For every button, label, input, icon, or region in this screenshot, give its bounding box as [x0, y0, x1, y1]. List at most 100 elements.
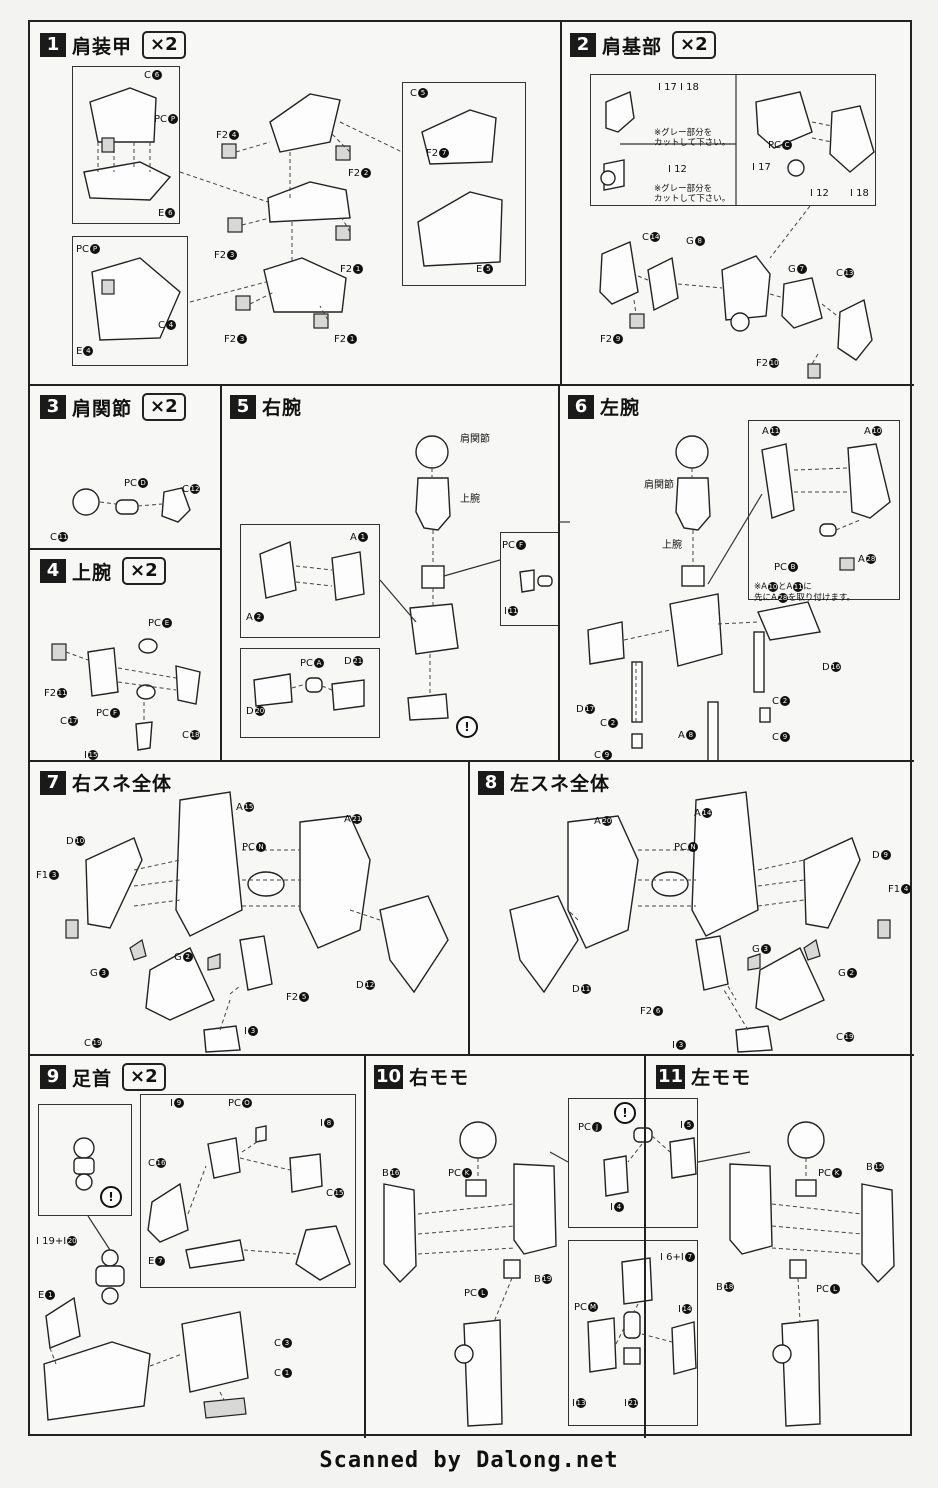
step-6-header: 6 左腕: [568, 393, 640, 420]
step-number: 1: [40, 33, 66, 57]
step-5-header: 5 右腕: [230, 393, 302, 420]
label-i12-b: I 12: [810, 188, 829, 199]
warning-icon: !: [456, 716, 478, 738]
step-8-diagram: [509, 791, 891, 1053]
step-2-panel: 2 肩基部 ×2 I 17 I 18 ※グレー部分を: [560, 22, 914, 386]
step-number: 6: [568, 394, 594, 419]
step-title: 肩基部: [602, 35, 663, 58]
step-title: 左腕: [600, 397, 641, 419]
label-jowan: 上腕: [460, 494, 480, 505]
step-title: 左スネ全体: [510, 773, 611, 795]
step-title: 上腕: [72, 561, 113, 584]
label-i17: I 17: [752, 162, 771, 173]
step-number: 4: [40, 559, 66, 583]
scan-credit: Scanned by Dalong.net: [319, 1448, 619, 1473]
step-4-diagram: [51, 638, 201, 751]
cut-note-2b: カットして下さい。: [654, 194, 731, 204]
step-2-header: 2 肩基部 ×2: [570, 31, 716, 59]
step-1-header: 1 肩装甲 ×2: [40, 31, 186, 59]
step-9-diagram: [43, 1125, 351, 1421]
quantity-badge: ×2: [122, 557, 166, 585]
step-4-header: 4 上腕 ×2: [40, 557, 166, 585]
step-10-header: 10 右モモ: [374, 1063, 469, 1090]
warning-icon-pc-j: !: [614, 1102, 636, 1124]
step-3-header: 3 肩関節 ×2: [40, 393, 186, 421]
label-i17-i18: I 17 I 18: [658, 82, 699, 93]
step-title: 右モモ: [409, 1067, 470, 1089]
step-8-header: 8 左スネ全体: [478, 769, 610, 796]
label-katakansetsu: 肩関節: [460, 434, 490, 445]
step-number: 11: [656, 1064, 686, 1089]
step-title: 右腕: [262, 397, 303, 419]
step-number: 7: [40, 770, 66, 795]
quantity-badge: ×2: [672, 31, 716, 59]
step-11-header: 11 左モモ: [656, 1063, 751, 1090]
cut-note-1b: カットして下さい。: [654, 138, 731, 148]
step-9-header: 9 足首 ×2: [40, 1063, 166, 1091]
step-11-diagram: [729, 1121, 895, 1427]
quantity-badge: ×2: [142, 31, 186, 59]
